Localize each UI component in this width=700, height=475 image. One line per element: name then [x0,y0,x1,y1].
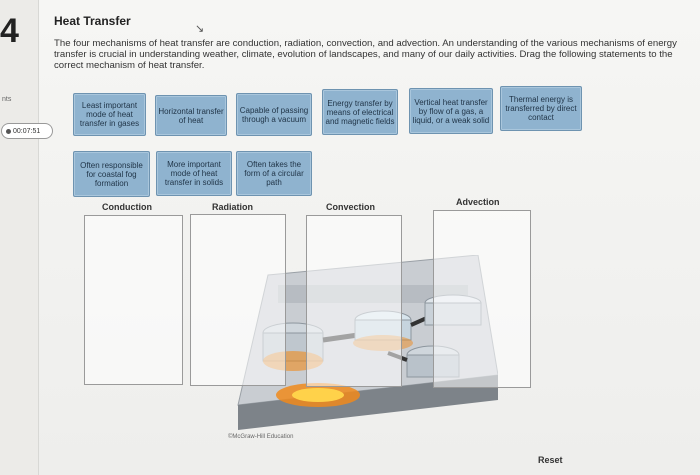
left-sidebar: 4 nts [0,0,39,475]
dropzone-advection[interactable] [433,210,531,388]
timer-value: 00:07:51 [13,128,41,135]
timer: 00:07:51 [1,123,53,139]
zone-label-radiation: Radiation [212,202,254,212]
zone-label-conduction: Conduction [102,202,152,212]
statement-card-vacuum[interactable]: Capable of passing through a vacuum [236,93,312,136]
statement-card-electromagnetic-fields[interactable]: Energy transfer by means of electrical a… [322,89,398,135]
image-credit: ©McGraw-Hill Education [228,434,294,440]
statement-card-horizontal-transfer[interactable]: Horizontal transfer of heat [155,95,227,136]
flame-core [292,388,344,402]
statement-card-direct-contact[interactable]: Thermal energy is transferred by direct … [500,86,582,131]
points-label: nts [2,96,12,103]
statement-card-least-important-gases[interactable]: Least important mode of heat transfer in… [73,93,146,136]
activity-title: Heat Transfer [54,14,131,28]
statement-card-circular-path[interactable]: Often takes the form of a circular path [236,151,312,196]
dropzone-conduction[interactable] [84,215,183,385]
instructions-text: The four mechanisms of heat transfer are… [54,38,677,71]
stove-front [238,375,498,430]
dropzone-radiation[interactable] [190,214,286,386]
statement-card-vertical-flow[interactable]: Vertical heat transfer by flow of a gas,… [409,88,493,134]
question-number: 4 [0,12,19,50]
zone-label-advection: Advection [456,197,500,207]
clock-icon [6,128,11,134]
reset-button[interactable]: Reset [538,455,563,465]
dropzone-convection[interactable] [306,215,402,387]
statement-card-coastal-fog[interactable]: Often responsible for coastal fog format… [73,151,150,197]
zone-label-convection: Convection [326,202,376,212]
cursor-icon: ↘ [195,23,205,35]
statement-card-solids[interactable]: More important mode of heat transfer in … [156,151,232,196]
